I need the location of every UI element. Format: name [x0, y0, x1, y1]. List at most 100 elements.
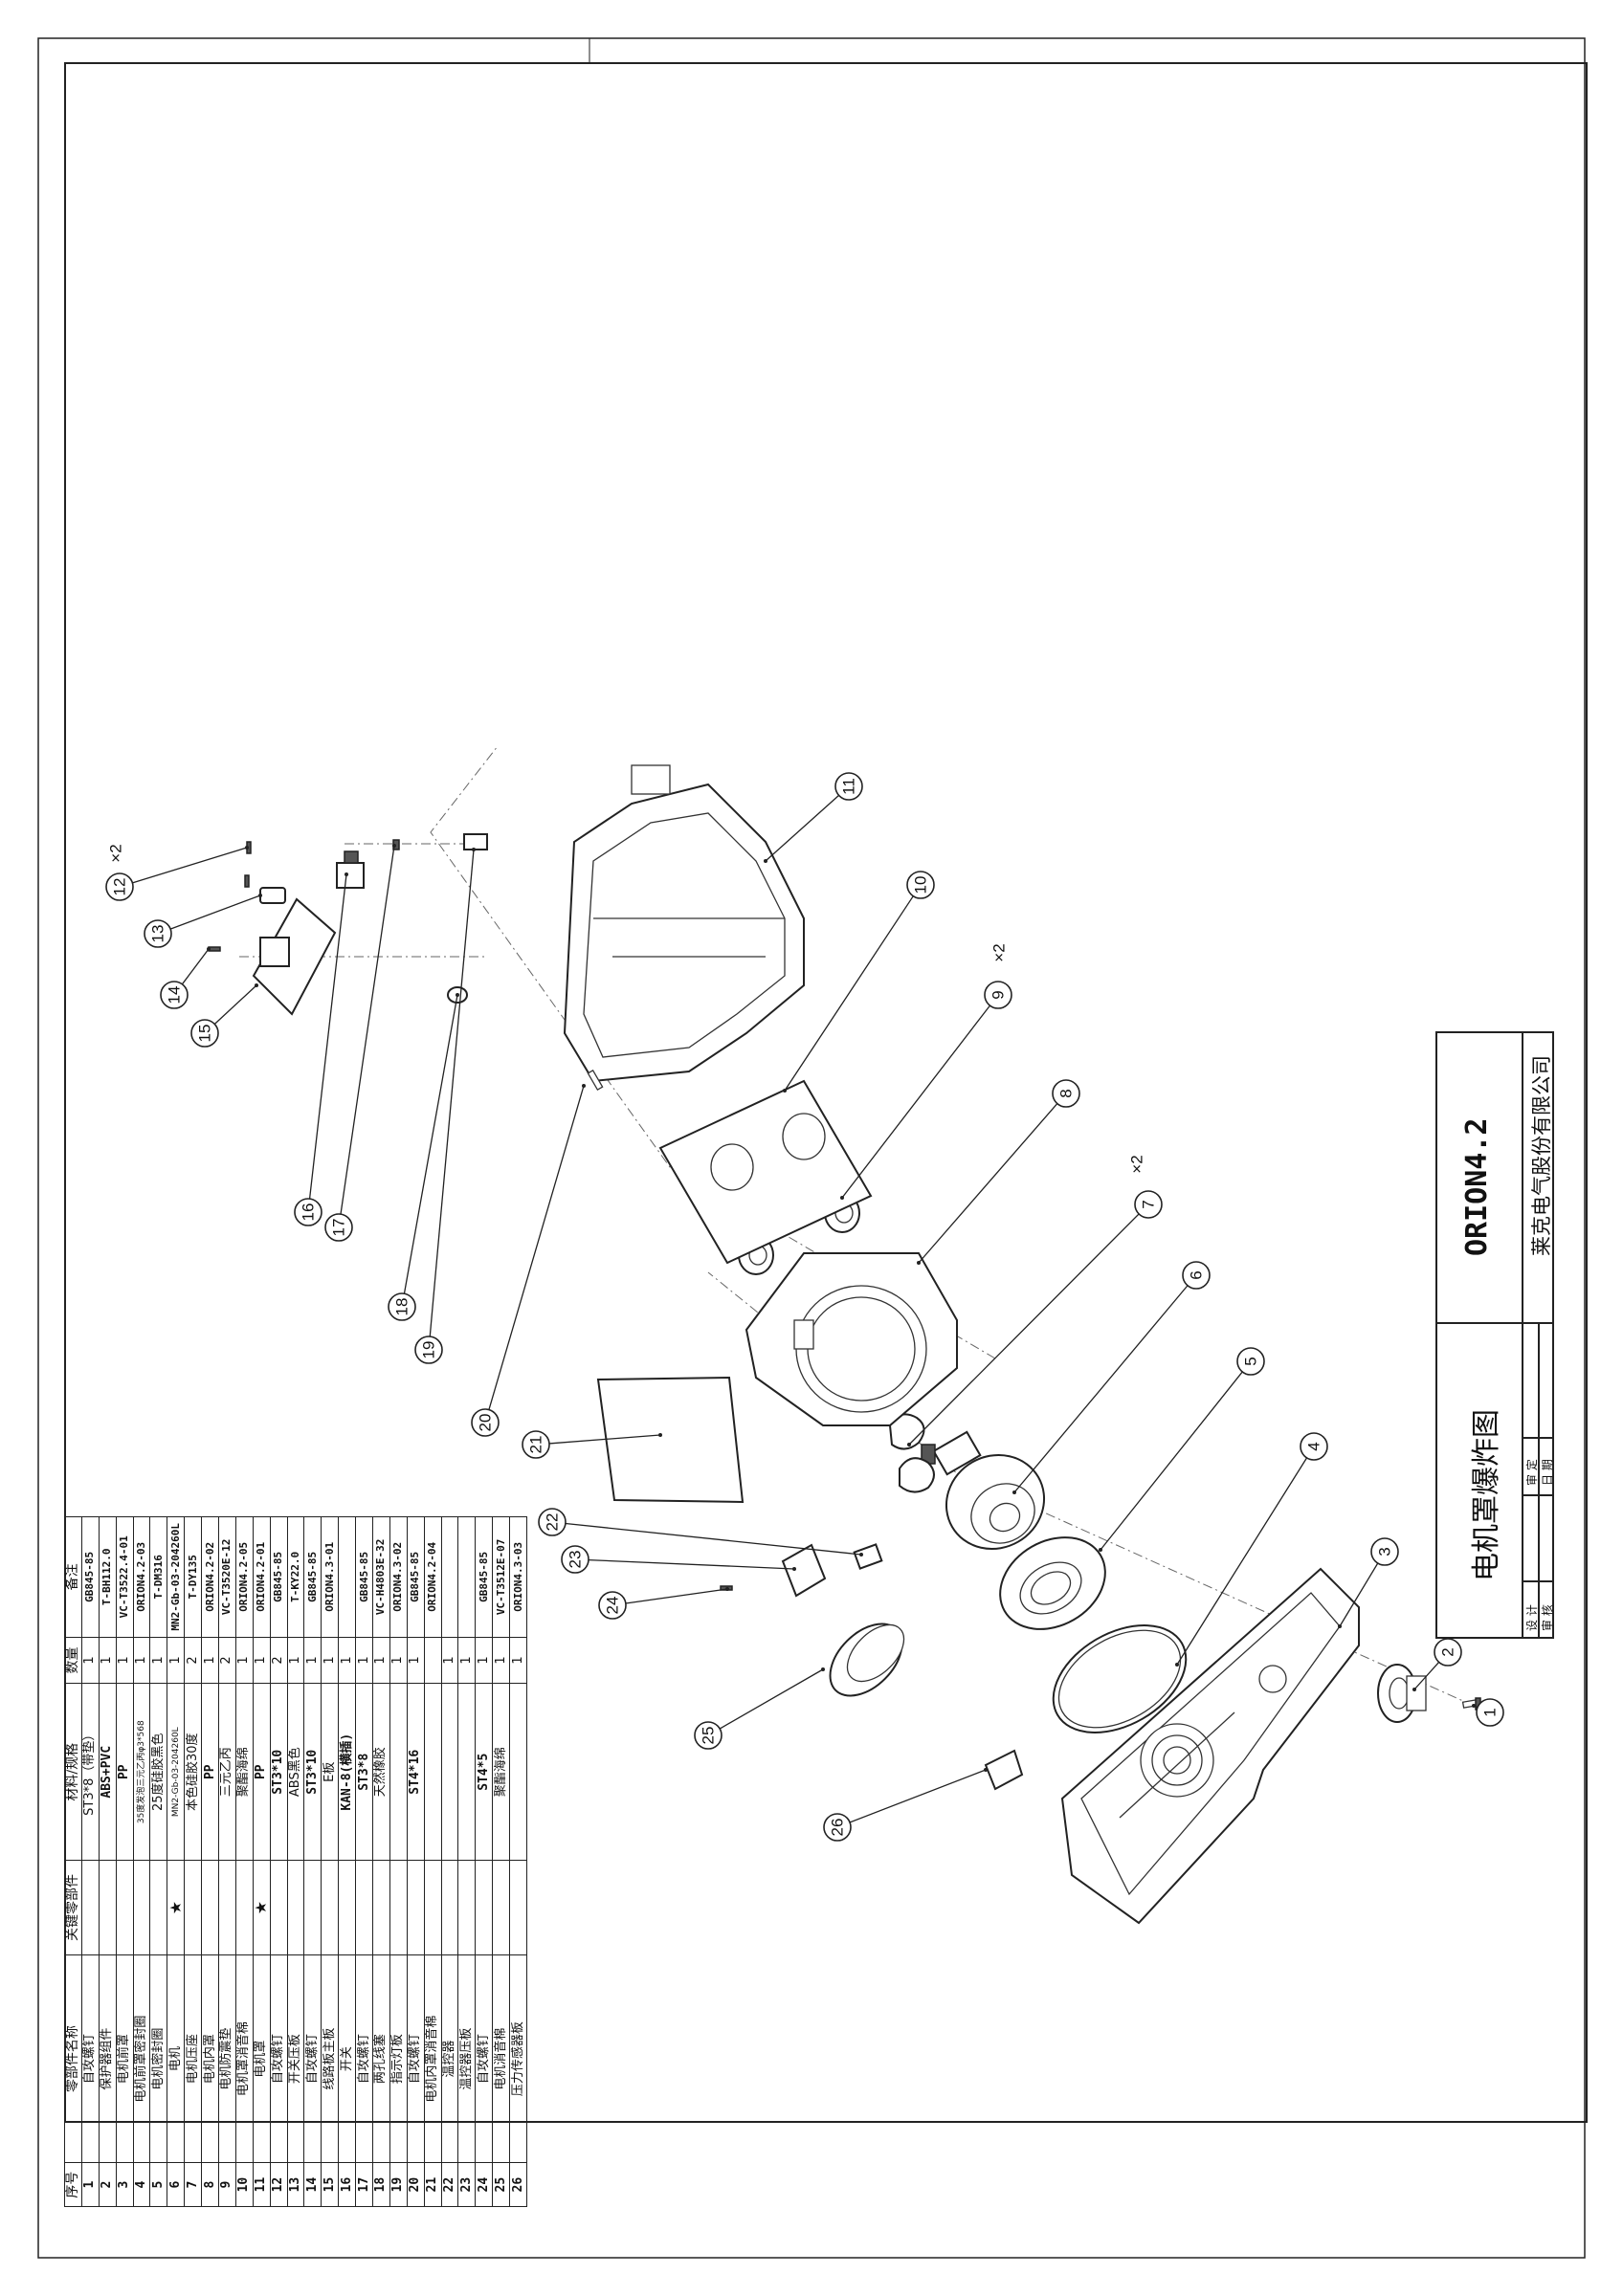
callout-leader-dot [725, 1587, 729, 1591]
bom-cell-name: 线路板主板 [321, 1954, 339, 2163]
callout-24: 24 [598, 1587, 729, 1620]
callout-balloon [105, 872, 134, 901]
bom-cell-no: 26 [509, 2162, 527, 2207]
callout-balloon [144, 919, 172, 948]
callout-leader-line [625, 1588, 728, 1604]
callout-leader-line [340, 845, 395, 1215]
callout-number: 21 [527, 1436, 545, 1454]
bom-cell-no: 23 [457, 2162, 476, 2207]
bom-cell-qty: 1 [321, 1637, 339, 1684]
callout-balloon [190, 1019, 219, 1048]
bom-cell-no: 9 [218, 2162, 236, 2207]
callout-10: 10 [783, 871, 935, 1093]
bom-cell-material: ST4*16 [407, 1683, 425, 1861]
bom-cell-qty: 1 [355, 1637, 373, 1684]
bom-cell-note: T-BH112.0 [99, 1516, 117, 1638]
callout-25: 25 [694, 1667, 825, 1750]
bom-cell-name: 指示灯板 [389, 1954, 408, 2163]
part-21-inner-cover-foam [596, 1376, 745, 1504]
part-15-main-pcb [252, 897, 337, 1016]
bom-cell-note: ORION4.2-03 [133, 1516, 150, 1638]
callout-leader-line [1413, 1661, 1440, 1690]
bom-cell-note: ORION4.2-05 [235, 1516, 254, 1638]
callout-balloon [834, 772, 863, 801]
bom-cell-key [235, 1860, 254, 1955]
callout-7: 7×2 [907, 1155, 1163, 1446]
bom-cell-key [270, 1860, 288, 1955]
callout-1: 1 [1472, 1698, 1504, 1727]
bom-cell-no: 24 [475, 2162, 493, 2207]
bom-cell-note: GB845-85 [355, 1516, 373, 1638]
callout-22: 22 [538, 1508, 863, 1556]
callout-leader-dot [245, 846, 249, 850]
bom-cell-material [424, 1683, 442, 1861]
callout-balloon [324, 1213, 353, 1242]
bom-cell-no: 17 [355, 2162, 373, 2207]
bom-cell-material: ST3*8（带垫） [81, 1683, 100, 1861]
bom-cell-key [99, 1860, 117, 1955]
bom-cell-key [218, 1860, 236, 1955]
bom-cell-no: 13 [287, 2162, 304, 2207]
bom-cell-key [133, 1860, 150, 1955]
title-block: 电机罩爆炸图 ORION4.2 莱克电气股份有限公司 设 计 审 核 审 定 日… [1435, 1031, 1554, 1639]
bom-cell-note: VC-T3522.4-01 [116, 1516, 134, 1638]
bom-cell-key [407, 1860, 425, 1955]
part-26-pressure-sensor-board [984, 1749, 1024, 1791]
callout-leader-dot [764, 859, 767, 863]
part-8-motor-inner-cover [745, 1252, 958, 1426]
callout-multiplier: ×2 [1128, 1155, 1146, 1173]
bom-cell-material: 35度发泡三元乙丙φ3*568 [133, 1683, 150, 1861]
callout-number: 22 [544, 1513, 562, 1532]
callout-balloon [471, 1408, 500, 1437]
bom-cell-key: ★ [253, 1860, 271, 1955]
callout-balloon [538, 1508, 567, 1536]
bom-cell-qty: 1 [167, 1637, 185, 1684]
bom-cell-qty: 1 [372, 1637, 390, 1684]
bom-cell-key [201, 1860, 219, 1955]
callout-number: 11 [840, 778, 858, 795]
date-label: 日 期 [1541, 1459, 1554, 1486]
callout-number: 6 [1188, 1270, 1206, 1279]
part-16-switch [336, 850, 365, 889]
callout-leader-dot [472, 848, 476, 851]
bom-cell-note: T-KY22.0 [287, 1516, 304, 1638]
bom-cell-qty: 2 [184, 1637, 202, 1684]
callout-leader-dot [1472, 1704, 1476, 1708]
bom-cell-material: PP [116, 1683, 134, 1861]
bom-header-note: 备注 [64, 1516, 82, 1638]
callout-leader-line [308, 873, 347, 1200]
bom-cell-note [441, 1516, 458, 1638]
bom-cell-key: ★ [167, 1860, 185, 1955]
bom-cell-note: ORION4.2-04 [424, 1516, 442, 1638]
callout-leader-line [849, 1769, 987, 1823]
bom-cell-qty [424, 1637, 442, 1684]
bom-cell-key [424, 1860, 442, 1955]
bom-cell-note [457, 1516, 476, 1638]
bom-cell-no: 15 [321, 2162, 339, 2207]
callout-balloon [823, 1813, 852, 1842]
bom-cell-material: PP [253, 1683, 271, 1861]
bom-cell-name: 开关压板 [287, 1954, 304, 2163]
bom-cell-no: 6 [167, 2162, 185, 2207]
callout-13: 13 [144, 894, 262, 948]
callout-leader-dot [1175, 1663, 1179, 1667]
bom-cell-name: 电机内罩消音棉 [424, 1954, 442, 2163]
bom-cell-key [372, 1860, 390, 1955]
callout-21: 21 [522, 1430, 662, 1459]
bom-cell-name: 自攻螺钉 [270, 1954, 288, 2163]
bom-cell-material: 聚酯海绵 [235, 1683, 254, 1861]
bom-cell-no: 20 [407, 2162, 425, 2207]
bom-cell-name: 温控器 [441, 1954, 458, 2163]
bom-cell-qty: 1 [389, 1637, 408, 1684]
bom-cell-material: 聚酯海绵 [492, 1683, 510, 1861]
callout-leader-line [403, 994, 458, 1294]
bom-cell-qty: 1 [475, 1637, 493, 1684]
